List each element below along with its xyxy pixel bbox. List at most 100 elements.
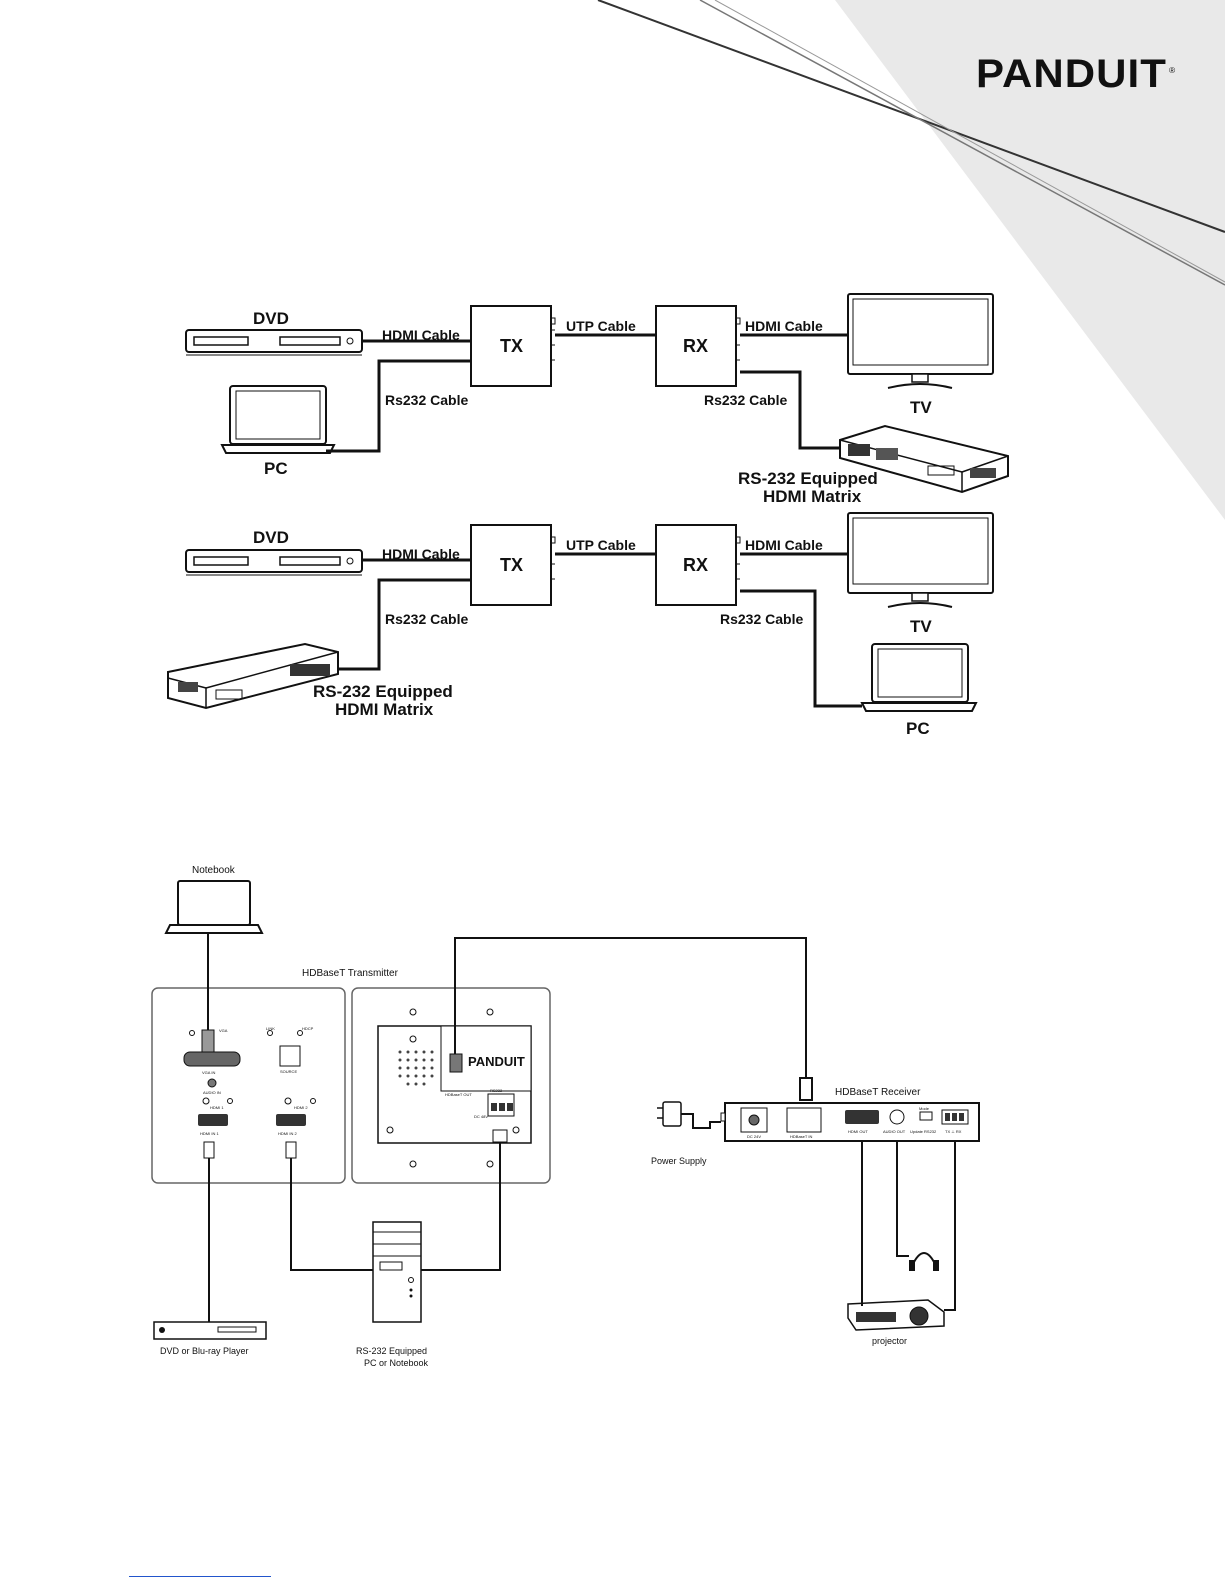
receiver-box [720,1102,980,1142]
laptop-icon [860,643,978,712]
port-rs232-label: RS232 [490,1088,503,1093]
tx-box [470,524,556,606]
panduit-logo: PANDUIT® [976,52,1177,96]
rx-label: RX [683,336,708,356]
port-hdmi-in2-label: HDMI IN 2 [278,1131,297,1136]
rs232-pc-label-line2: PC or Notebook [364,1358,429,1368]
hdmi-matrix-icon [167,642,339,710]
receiver-label: HDBaseT Receiver [835,1087,921,1098]
diagram1-cables [326,333,848,453]
rj45-connector [799,1077,813,1101]
matrix-label-line1: RS-232 Equipped [313,682,453,701]
tower-pc-icon [372,1221,422,1323]
port-update-rs232-label: Update RS232 [910,1129,937,1134]
decor-line-2 [699,0,1225,286]
tx-box [470,305,556,387]
port-dc24v-label: DC 24V [747,1134,761,1139]
port-hdmi1-label: HDMI 1 [210,1105,224,1110]
diagram3-cables [207,933,956,1322]
port-hdmi-in1-label: HDMI IN 1 [200,1131,219,1136]
hdbaset-utp-cable [454,937,807,1080]
projector-icon [847,1299,945,1331]
diagram-3: Notebook HDBaseT Transmitter [151,865,980,1368]
hdmi-cable-in-label: HDMI Cable [382,327,460,343]
port-hdbaset-out-label: HDBaseT OUT [445,1092,472,1097]
rs232-left-label: Rs232 Cable [385,611,468,627]
rs232-pc-label-line1: RS-232 Equipped [356,1346,427,1356]
port-audio-out-label: AUDIO OUT [883,1129,906,1134]
port-vga-in-label: VGA IN [202,1070,215,1075]
port-link-label: LINK [266,1026,275,1031]
rs232-cable-left [338,578,471,671]
rx-box [655,305,741,387]
pc-rs232-cable [421,1142,501,1271]
rx-box [655,524,741,606]
power-supply-label: Power Supply [651,1156,707,1166]
transmitter-back-plate [351,987,551,1184]
tv-icon [847,293,994,389]
tv-icon [847,512,994,608]
port-dc48v-label: DC 48V [474,1114,488,1119]
matrix-label-line2: HDMI Matrix [763,487,862,506]
matrix-label-line2: HDMI Matrix [335,700,434,719]
diagram-1: DVD PC TX RX [185,293,1009,506]
port-mode-label: Mode [919,1106,930,1111]
port-source-label: SOURCE [280,1069,297,1074]
rs232-left-label: Rs232 Cable [385,392,468,408]
transmitter-front-plate [151,987,346,1184]
panel-panduit-logo: PANDUIT [468,1054,525,1069]
headphone-audio-cable [896,1141,909,1257]
decor-line-3 [714,0,1225,283]
utp-cable-label: UTP Cable [566,537,636,553]
rs232-cable-left [326,359,471,453]
dvd-label: DVD [253,528,289,547]
diagram-2: DVD RS-232 Equipped HDMI Matrix TX RX [167,512,994,738]
rs232-cable-right [740,370,840,450]
port-hdbaset-in-label: HDBaseT IN [790,1134,812,1139]
projector-rs232-cable [944,1141,956,1311]
dvd-label: DVD [253,309,289,328]
headphones-icon [909,1252,939,1271]
notebook-icon [164,880,264,934]
power-supply-icon [657,1101,682,1127]
dvd-bluray-icon [153,1321,267,1340]
dvd-player-icon [185,329,363,356]
port-tx-rx-label: TX ⊥ RX [945,1129,962,1134]
dvd-bluray-label: DVD or Blu-ray Player [160,1346,249,1356]
transmitter-label: HDBaseT Transmitter [302,968,399,979]
pc-label: PC [264,459,288,478]
rs232-cable-right [740,589,862,708]
tv-label: TV [910,398,932,417]
port-hdmi2-label: HDMI 2 [294,1105,308,1110]
power-cable [681,1113,721,1129]
diagram2-cables [338,552,862,708]
tv-label: TV [910,617,932,636]
port-hdcp-label: HDCP [302,1026,314,1031]
hdmi-cable-out-label: HDMI Cable [745,318,823,334]
pc-hdmi-cable [290,1158,373,1271]
footer-link-underline[interactable] [129,1576,271,1577]
tx-label: TX [500,555,523,575]
decor-line-1 [597,0,1225,233]
utp-cable-label: UTP Cable [566,318,636,334]
projector-label: projector [872,1336,907,1346]
pc-label: PC [906,719,930,738]
rx-label: RX [683,555,708,575]
hdmi-cable-in-label: HDMI Cable [382,546,460,562]
hdmi-cable-out-label: HDMI Cable [745,537,823,553]
rs232-right-label: Rs232 Cable [704,392,787,408]
tx-label: TX [500,336,523,356]
notebook-label: Notebook [192,865,236,876]
port-audio-in-label: AUDIO IN [203,1090,221,1095]
port-vga-label: VGA [219,1028,228,1033]
vent-holes [398,1050,434,1086]
matrix-label-line1: RS-232 Equipped [738,469,878,488]
port-hdmi-out-label: HDMI OUT [848,1129,868,1134]
hdmi-matrix-icon [839,424,1009,494]
rs232-right-label: Rs232 Cable [720,611,803,627]
corner-gray-shape [835,0,1225,520]
laptop-icon [220,385,336,454]
